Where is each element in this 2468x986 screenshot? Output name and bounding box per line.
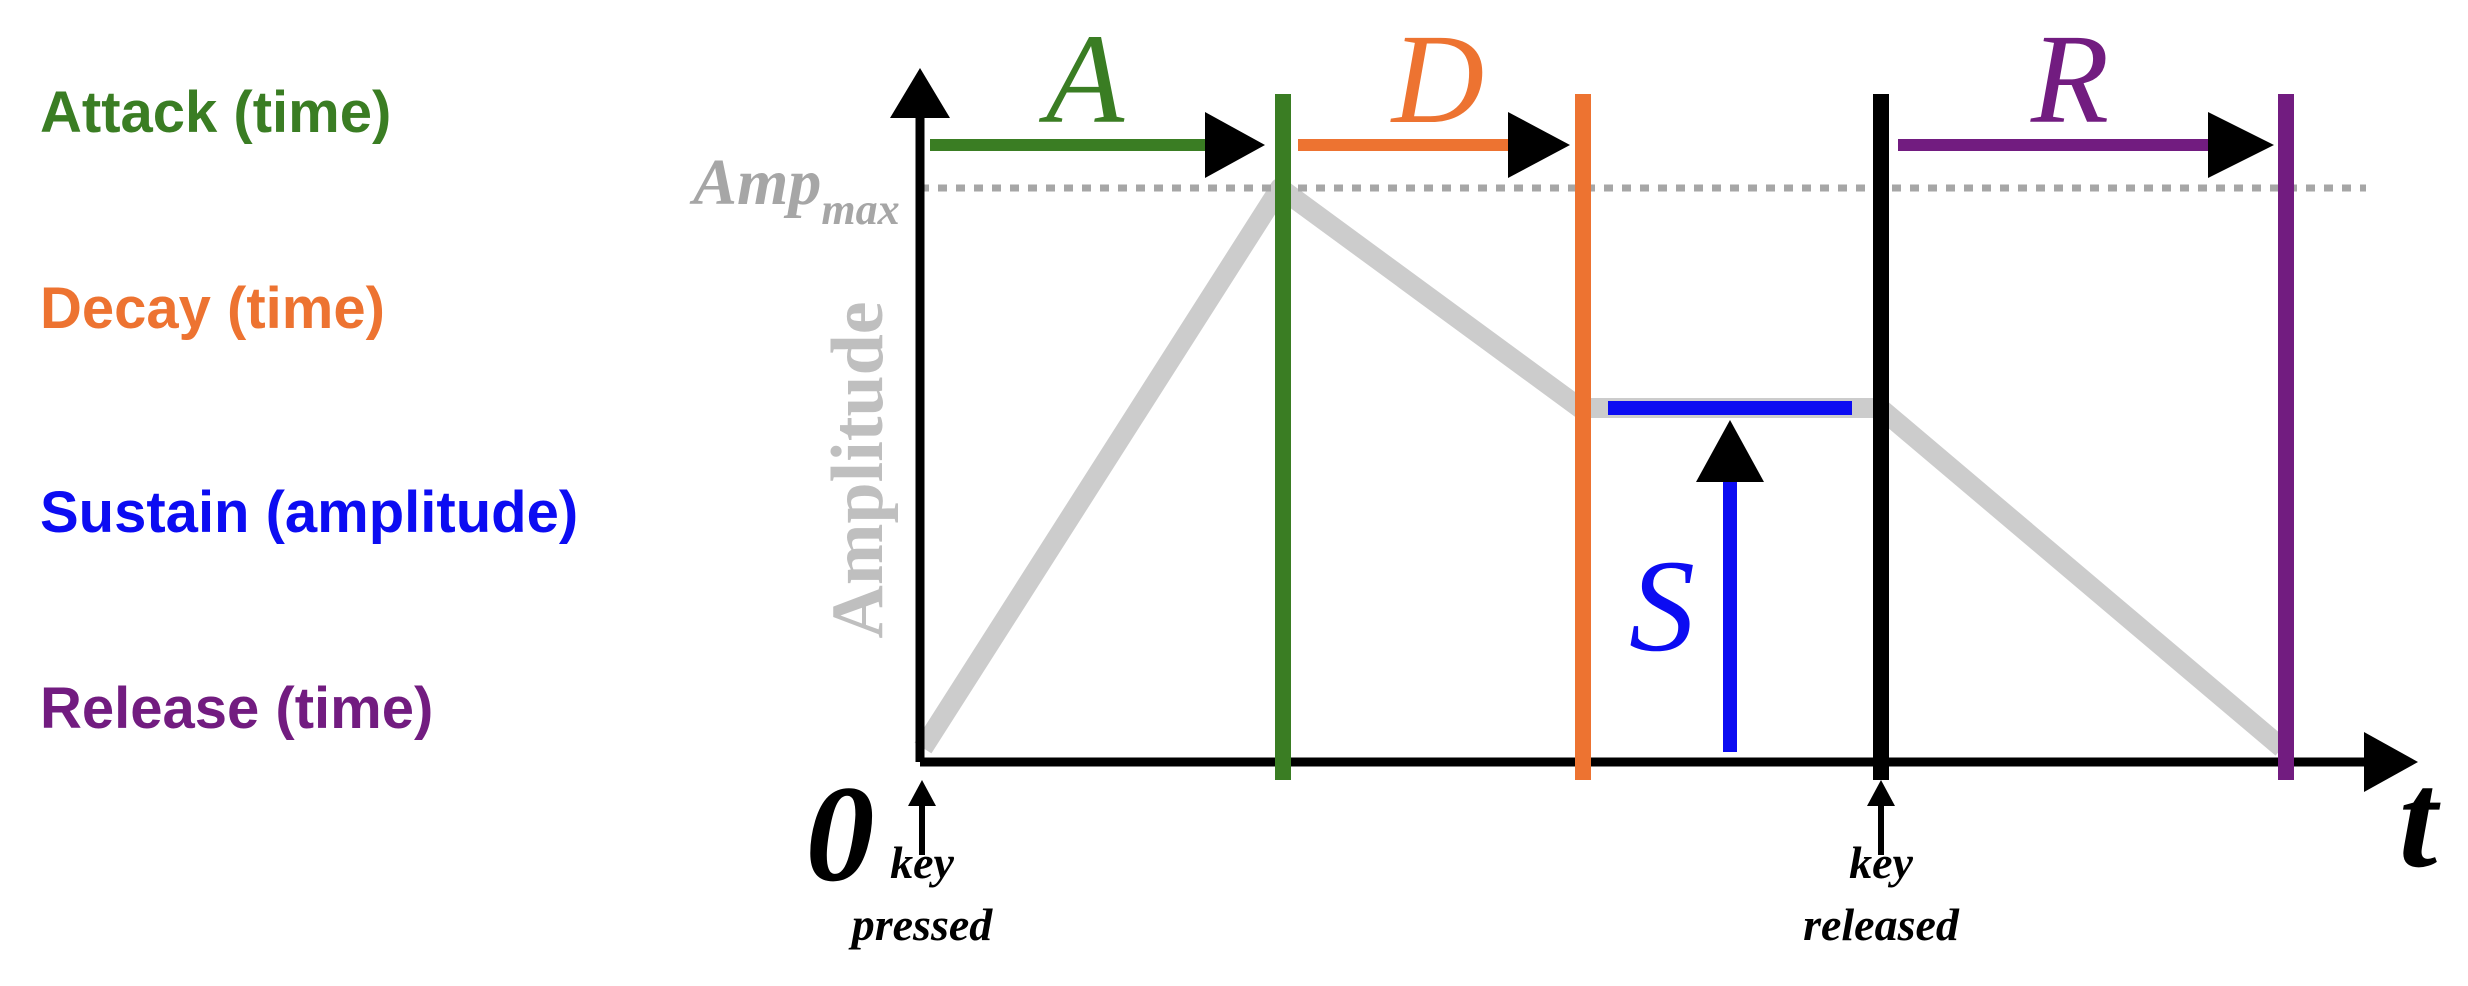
release-letter: R — [2030, 8, 2109, 150]
decay-arrowhead-icon — [1508, 112, 1570, 178]
amplitude-axis-label: Amplitude — [817, 301, 899, 638]
time-axis-label: t — [2399, 743, 2441, 896]
legend-decay: Decay (time) — [40, 276, 385, 341]
legend-release: Release (time) — [40, 676, 434, 741]
sustain-letter: S — [1629, 532, 1695, 679]
time-axis-arrowhead-icon — [2364, 732, 2418, 792]
origin-label: 0 — [806, 757, 875, 910]
sustain-arrowhead-icon — [1696, 420, 1764, 482]
key-pressed-arrowhead-icon — [908, 780, 936, 806]
amplitude-axis-arrowhead-icon — [890, 68, 950, 118]
attack-letter: A — [1039, 8, 1125, 150]
key-released-arrowhead-icon — [1867, 780, 1895, 806]
legend-sustain: Sustain (amplitude) — [40, 480, 579, 545]
amp-max-label: Ampmax — [689, 146, 900, 234]
legend-attack: Attack (time) — [40, 80, 392, 145]
decay-letter: D — [1390, 8, 1484, 150]
attack-arrowhead-icon — [1205, 112, 1265, 178]
amp-max-main: Amp — [689, 146, 821, 219]
key-pressed-label-line1: key — [890, 837, 954, 888]
amp-max-subscript: max — [821, 185, 899, 234]
key-released-label-line2: released — [1803, 899, 1960, 950]
envelope-curve — [914, 178, 2289, 756]
key-pressed-label-line2: pressed — [848, 899, 994, 950]
release-arrowhead-icon — [2208, 112, 2274, 178]
key-released-label-line1: key — [1849, 837, 1913, 888]
